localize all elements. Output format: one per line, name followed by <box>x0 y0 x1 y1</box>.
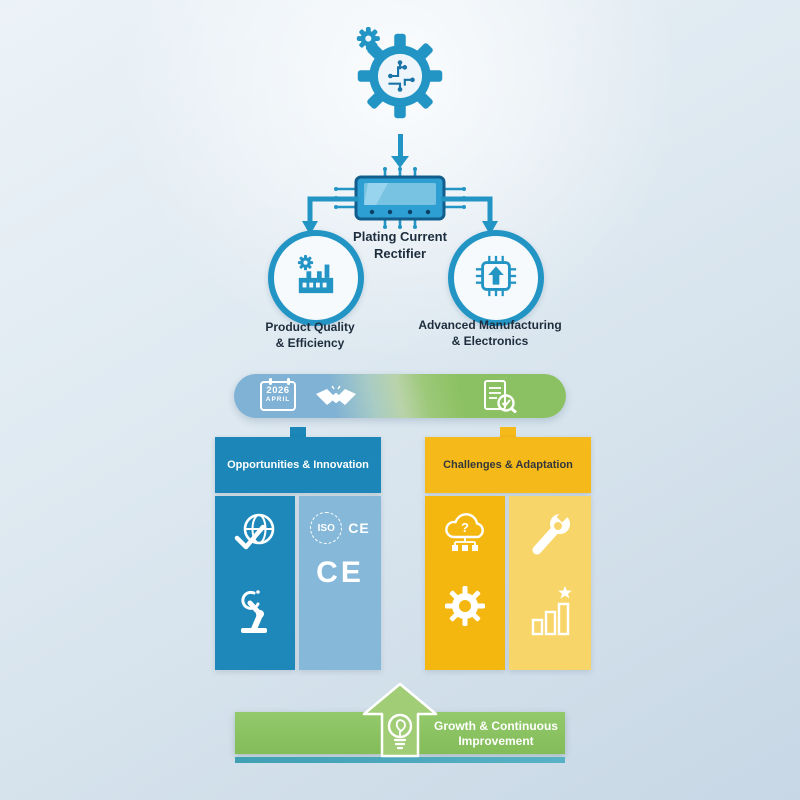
challenges-panel-title: Challenges & Adaptation <box>425 437 591 493</box>
product-quality-line2: & Efficiency <box>275 335 345 350</box>
wrench-icon <box>509 508 591 558</box>
challenges-panel-notch <box>500 427 516 439</box>
branch-connectors <box>295 193 505 241</box>
cloud-question-icon: ? <box>425 510 505 556</box>
calendar-year: 2026 <box>266 385 290 396</box>
calendar-icon: 2026 APRIL <box>260 378 296 411</box>
product-quality-label: Product Quality & Efficiency <box>240 320 380 351</box>
calendar-ring-right <box>287 378 290 385</box>
product-quality-line1: Product Quality <box>265 320 355 334</box>
growth-banner-line2: Improvement <box>458 734 534 748</box>
growth-chart-star-icon <box>509 584 591 638</box>
page-title: Plating Current Rectifier <box>320 229 480 263</box>
handshake-icon <box>314 385 358 414</box>
chip-up-arrow-icon <box>473 253 519 304</box>
factory-icon <box>293 254 339 302</box>
robot-arm-icon <box>215 588 295 636</box>
timeline-band: 2026 APRIL <box>234 374 566 418</box>
globe-check-icon <box>215 512 295 556</box>
calendar-month: APRIL <box>265 396 291 403</box>
down-arrow-line <box>398 134 403 156</box>
opportunities-left-column <box>215 496 295 670</box>
gear-circuit-icon <box>352 26 448 126</box>
growth-banner-line1: Growth & Continuous <box>434 719 558 733</box>
footer-accent-strip <box>235 757 565 763</box>
opportunities-panel: Opportunities & Innovation <box>215 427 381 671</box>
gear-icon <box>425 584 505 628</box>
product-quality-node <box>268 230 364 326</box>
down-arrow-head <box>391 156 409 168</box>
opportunities-panel-title: Opportunities & Innovation <box>215 437 381 493</box>
ce-small-badge: CE <box>348 520 370 536</box>
page-title-line2: Rectifier <box>373 245 427 261</box>
advanced-manufacturing-line2: & Electronics <box>451 333 529 348</box>
opportunities-panel-notch <box>290 427 306 439</box>
challenges-left-column: ? <box>425 496 505 670</box>
calendar-ring-left <box>269 378 272 385</box>
iso-ce-badges: ISO CE <box>299 512 381 544</box>
opportunities-right-column: ISO CE CE <box>299 496 381 670</box>
question-glyph: ? <box>461 520 469 535</box>
advanced-manufacturing-node <box>448 230 544 326</box>
up-arrow-bulb-icon <box>362 682 438 758</box>
document-audit-icon <box>482 379 518 418</box>
advanced-manufacturing-label: Advanced Manufacturing & Electronics <box>408 318 572 349</box>
challenges-right-column <box>509 496 591 670</box>
advanced-manufacturing-line1: Advanced Manufacturing <box>418 318 562 332</box>
ce-mark: CE <box>316 556 364 589</box>
growth-banner-label: Growth & Continuous Improvement <box>431 719 561 749</box>
challenges-panel: Challenges & Adaptation ? <box>425 427 591 671</box>
iso-badge: ISO <box>310 512 343 544</box>
page-title-line1: Plating Current <box>353 229 447 244</box>
